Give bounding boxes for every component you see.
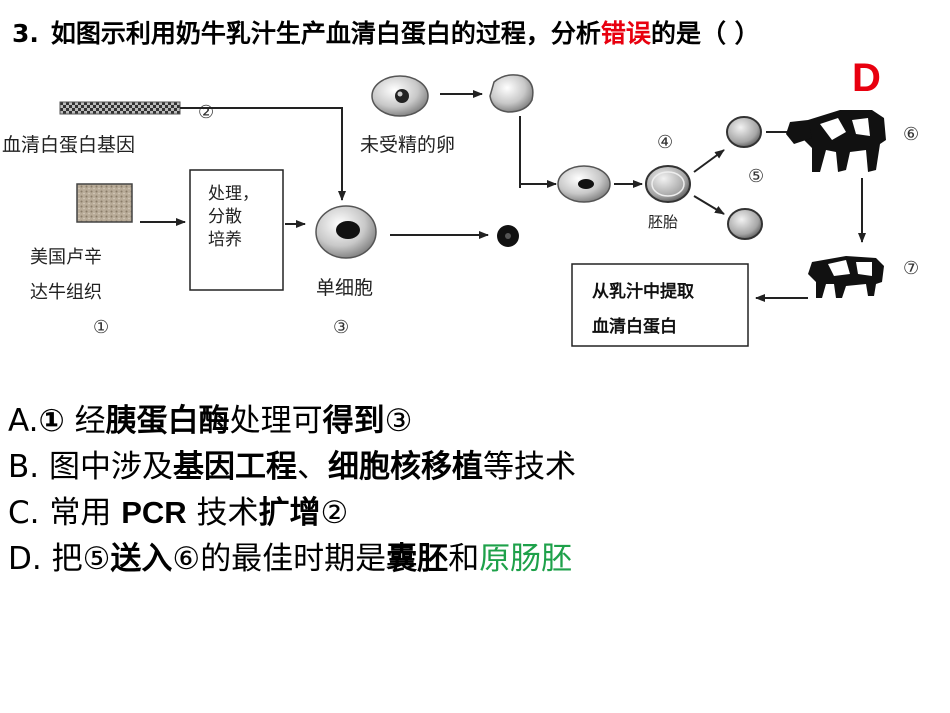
gene-marker: ② <box>198 102 214 123</box>
answer-label: D <box>852 56 881 100</box>
tissue-sample-icon <box>76 183 133 223</box>
option-d-green: 原肠胚 <box>479 541 573 577</box>
option-b-bold1: 基因工程 <box>172 449 297 485</box>
option-a-text1: 经 <box>64 403 106 439</box>
cow-icon <box>786 110 886 172</box>
tissue-marker: ① <box>93 317 109 338</box>
option-a-bold2: 得到 <box>322 403 385 439</box>
extract-box-line2: 血清白蛋白 <box>592 316 677 337</box>
tissue-label-line2: 达牛组织 <box>30 282 102 303</box>
enucleated-egg-icon <box>489 74 534 113</box>
option-d-bold2: 囊胚 <box>386 541 449 577</box>
option-d-text1: 把 <box>41 541 83 577</box>
single-cell-marker: ③ <box>333 317 349 338</box>
option-a-bold1: 胰蛋白酶 <box>105 403 230 439</box>
option-c-bold1: 扩增 <box>258 495 321 531</box>
question-stem: 3. 如图示利用奶牛乳汁生产血清白蛋白的过程，分析错误的是（ ） <box>12 14 942 50</box>
option-d-text2: 的最佳时期是 <box>200 541 387 577</box>
option-d[interactable]: D. 把⑤送入⑥的最佳时期是囊胚和原肠胚 <box>8 536 576 582</box>
question-text: 如图示利用奶牛乳汁生产血清白蛋白的过程，分析 <box>50 19 601 48</box>
single-cell-label: 单细胞 <box>316 277 373 299</box>
option-d-bold1: 送入 <box>110 541 173 577</box>
process-box <box>189 169 284 291</box>
option-a[interactable]: A.① 经胰蛋白酶处理可得到③ <box>8 398 576 444</box>
process-box-line3: 培养 <box>208 230 242 250</box>
question-text-end: 的是（ ） <box>650 19 760 48</box>
option-b-bold2: 细胞核移植 <box>327 449 483 485</box>
embryo-label: 胚胎 <box>648 213 678 231</box>
option-a-prefix: A. <box>8 403 39 439</box>
calf-marker: ⑦ <box>903 258 919 279</box>
option-c-marker: ② <box>320 495 349 531</box>
egg-label: 未受精的卵 <box>360 134 455 156</box>
question-highlight: 错误 <box>600 19 651 48</box>
option-b-text2: 、 <box>296 449 328 485</box>
option-c[interactable]: C. 常用 PCR 技术扩增② <box>8 490 576 536</box>
split-embryo-bottom-icon <box>727 208 763 240</box>
option-d-marker2: ⑥ <box>172 541 201 577</box>
process-diagram: ② 血清白蛋白基因 美国卢辛 达牛组织 ① 处理， 分散 培养 单细胞 ③ 未受… <box>2 74 919 347</box>
option-c-text2: 技术 <box>186 495 259 531</box>
option-c-text1: 常用 <box>39 495 122 531</box>
calf-icon <box>808 256 884 298</box>
process-box-line1: 处理， <box>208 184 259 204</box>
gene-label: 血清白蛋白基因 <box>2 134 135 156</box>
dna-strip-icon <box>59 101 181 115</box>
question-number: 3. <box>12 19 39 48</box>
option-d-text3: 和 <box>448 541 480 577</box>
option-b-prefix: B. <box>8 449 40 485</box>
split-marker: ⑤ <box>748 166 764 187</box>
option-d-marker1: ⑤ <box>82 541 111 577</box>
option-d-prefix: D. <box>8 541 42 577</box>
tissue-label-line1: 美国卢辛 <box>30 247 102 268</box>
option-b[interactable]: B. 图中涉及基因工程、细胞核移植等技术 <box>8 444 576 490</box>
process-box-line2: 分散 <box>208 207 242 227</box>
split-embryo-top-icon <box>726 116 762 148</box>
option-c-prefix: C. <box>8 495 40 531</box>
option-a-marker2: ③ <box>384 403 413 439</box>
option-b-text3: 等技术 <box>482 449 576 485</box>
embryo-marker: ④ <box>657 132 673 153</box>
option-a-marker: ① <box>38 403 65 439</box>
extract-box-line1: 从乳汁中提取 <box>592 281 694 302</box>
option-c-pcr: PCR <box>121 495 187 530</box>
extract-box <box>571 263 749 347</box>
cow-marker: ⑥ <box>903 124 919 145</box>
option-a-text2: 处理可 <box>229 403 323 439</box>
option-b-text1: 图中涉及 <box>39 449 173 485</box>
options-list: A.① 经胰蛋白酶处理可得到③ B. 图中涉及基因工程、细胞核移植等技术 C. … <box>8 398 576 582</box>
